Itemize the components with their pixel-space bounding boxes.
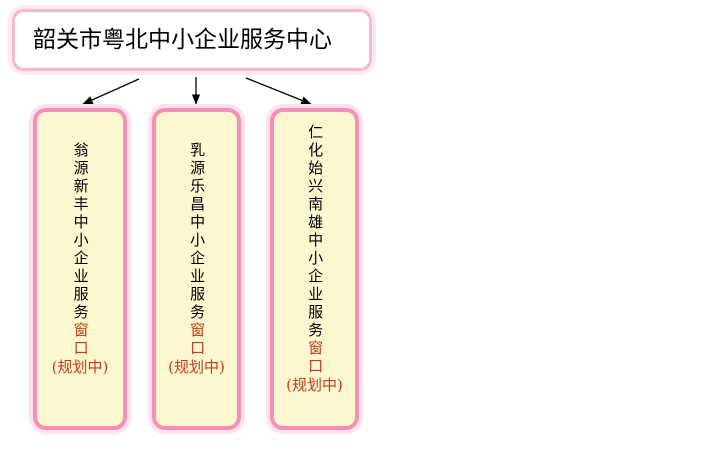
node-wengyuan-xinfeng-window[interactable]: 翁源新丰中小企业服务 窗口 (规划中) <box>33 108 127 430</box>
node-ruyuan-lechang-window[interactable]: 乳源乐昌中小企业服务 窗口 (规划中) <box>152 108 241 430</box>
arrow-to-renhua <box>245 77 312 105</box>
node-renhua-highlight-label: 窗口 <box>306 340 325 376</box>
node-renhua-main-label: 仁化始兴南雄中小企业服务 <box>306 124 325 340</box>
node-ruyuan-content: 乳源乐昌中小企业服务 窗口 (规划中) <box>156 112 237 426</box>
node-ruyuan-main-label: 乳源乐昌中小企业服务 <box>188 142 207 322</box>
node-wengyuan-status-note: (规划中) <box>51 358 109 376</box>
root-node-label: 韶关市粤北中小企业服务中心 <box>33 26 332 53</box>
arrow-to-wengyuan <box>82 78 140 105</box>
node-ruyuan-highlight-label: 窗口 <box>188 322 207 358</box>
root-node-service-center[interactable]: 韶关市粤北中小企业服务中心 <box>12 9 372 71</box>
node-renhua-status-note: (规划中) <box>286 376 343 394</box>
node-wengyuan-content: 翁源新丰中小企业服务 窗口 (规划中) <box>37 112 123 426</box>
node-wengyuan-main-label: 翁源新丰中小企业服务 <box>71 142 90 322</box>
node-renhua-shixing-nanxiong-window[interactable]: 仁化始兴南雄中小企业服务 窗口 (规划中) <box>270 108 359 430</box>
node-renhua-content: 仁化始兴南雄中小企业服务 窗口 (规划中) <box>274 112 355 426</box>
node-ruyuan-status-note: (规划中) <box>168 358 225 376</box>
node-wengyuan-highlight-label: 窗口 <box>71 322 90 358</box>
